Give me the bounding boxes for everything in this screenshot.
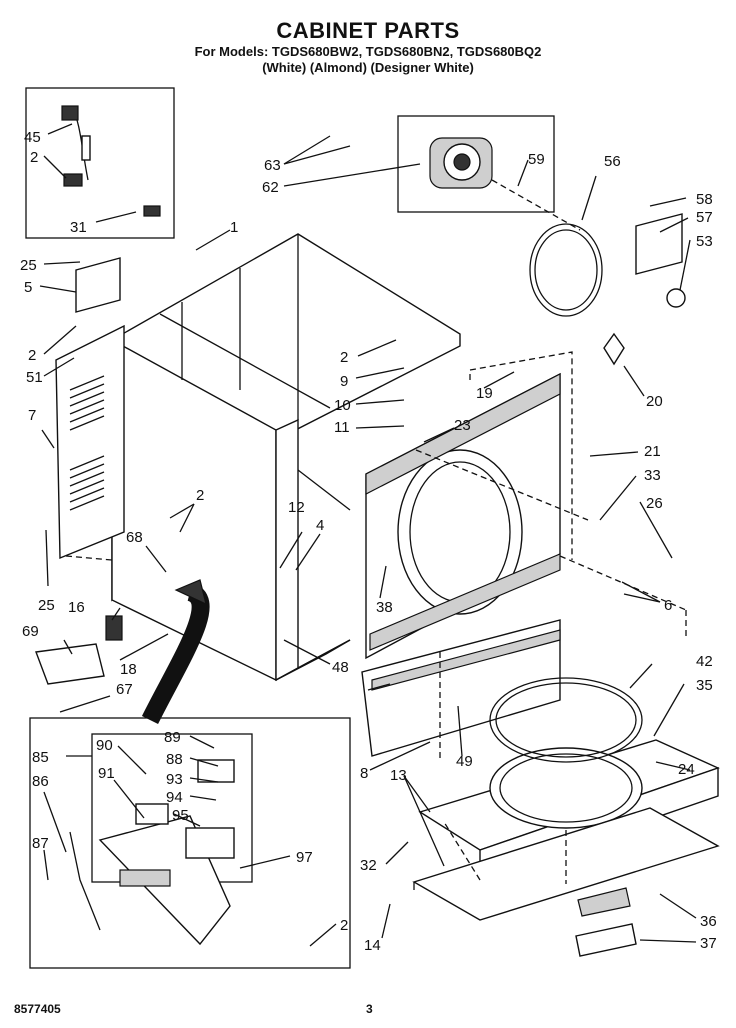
callout-16: 16	[68, 599, 85, 616]
door-strike-bracket	[635, 213, 683, 275]
bracket	[75, 257, 121, 313]
callout-59: 59	[528, 151, 545, 168]
burner-assembly	[69, 759, 235, 946]
page-number: 3	[366, 1002, 373, 1016]
wire-harness	[61, 105, 161, 217]
inset-box-motor	[397, 115, 555, 213]
document-number: 8577405	[14, 1002, 61, 1016]
front-foot	[575, 923, 637, 957]
callout-12: 12	[288, 499, 305, 516]
callout-56: 56	[604, 153, 621, 170]
callout-94: 94	[166, 789, 183, 806]
colors-line: (White) (Almond) (Designer White)	[262, 60, 474, 75]
callout-32: 32	[360, 857, 377, 874]
toe-panel	[361, 619, 561, 757]
callout-48: 48	[332, 659, 349, 676]
inset-box-burner-harness	[25, 87, 175, 239]
callout-2: 2	[196, 487, 204, 504]
callout-20: 20	[646, 393, 663, 410]
callout-23: 23	[454, 417, 471, 434]
models-line: For Models: TGDS680BW2, TGDS680BN2, TGDS…	[194, 44, 542, 59]
callout-53: 53	[696, 233, 713, 250]
callout-89: 89	[164, 729, 181, 746]
callout-97: 97	[296, 849, 313, 866]
inset-box-burner-assembly	[29, 717, 351, 969]
callout-2: 2	[30, 149, 38, 166]
callout-62: 62	[262, 179, 279, 196]
callout-68: 68	[126, 529, 143, 546]
drive-belt	[529, 223, 603, 317]
callout-13: 13	[390, 767, 407, 784]
callout-7: 7	[28, 407, 36, 424]
callout-87: 87	[32, 835, 49, 852]
callout-51: 51	[26, 369, 43, 386]
door-switch	[666, 288, 686, 308]
callout-57: 57	[696, 209, 713, 226]
foot	[105, 615, 123, 641]
callout-11: 11	[334, 419, 350, 436]
page-title: CABINET PARTS	[276, 18, 460, 43]
callout-1: 1	[230, 219, 238, 236]
callout-45: 45	[24, 129, 41, 146]
callout-9: 9	[340, 373, 348, 390]
callout-93: 93	[166, 771, 183, 788]
callout-58: 58	[696, 191, 713, 208]
access-cover	[35, 643, 105, 685]
callout-69: 69	[22, 623, 39, 640]
callout-49: 49	[456, 753, 473, 770]
callout-2: 2	[340, 349, 348, 366]
callout-63: 63	[264, 157, 281, 174]
callout-85: 85	[32, 749, 49, 766]
cabinet-body	[111, 233, 461, 682]
side-panel	[55, 324, 125, 560]
callout-35: 35	[696, 677, 713, 694]
callout-19: 19	[476, 385, 493, 402]
callout-42: 42	[696, 653, 713, 670]
assembly-guide-lines	[65, 179, 687, 884]
drive-motor	[429, 137, 493, 189]
callout-88: 88	[166, 751, 183, 768]
callout-37: 37	[700, 935, 717, 952]
callout-14: 14	[364, 937, 381, 954]
front-panel	[365, 372, 561, 660]
callout-2: 2	[340, 917, 348, 934]
callout-18: 18	[120, 661, 137, 678]
callout-labels: 45 2 31 1 25 5 2 51 7 25 63 62 59 56 58 …	[20, 129, 717, 954]
leader-lines	[39, 123, 697, 947]
callout-91: 91	[98, 765, 115, 782]
drum-seal-ring	[489, 677, 643, 763]
callout-26: 26	[646, 495, 663, 512]
callout-21: 21	[644, 443, 661, 460]
callout-67: 67	[116, 681, 133, 698]
callout-10: 10	[334, 397, 351, 414]
callout-8: 8	[360, 765, 368, 782]
callout-33: 33	[644, 467, 661, 484]
callout-6: 6	[664, 597, 672, 614]
callout-24: 24	[678, 761, 695, 778]
callout-36: 36	[700, 913, 717, 930]
callout-95: 95	[172, 807, 189, 824]
callout-31: 31	[70, 219, 87, 236]
callout-90: 90	[96, 737, 113, 754]
clip	[603, 332, 625, 366]
callout-25: 25	[38, 597, 55, 614]
callout-25: 25	[20, 257, 37, 274]
callout-86: 86	[32, 773, 49, 790]
callout-38: 38	[376, 599, 393, 616]
base-assembly	[412, 739, 720, 921]
callout-5: 5	[24, 279, 32, 296]
callout-4: 4	[316, 517, 324, 534]
callout-2: 2	[28, 347, 36, 364]
